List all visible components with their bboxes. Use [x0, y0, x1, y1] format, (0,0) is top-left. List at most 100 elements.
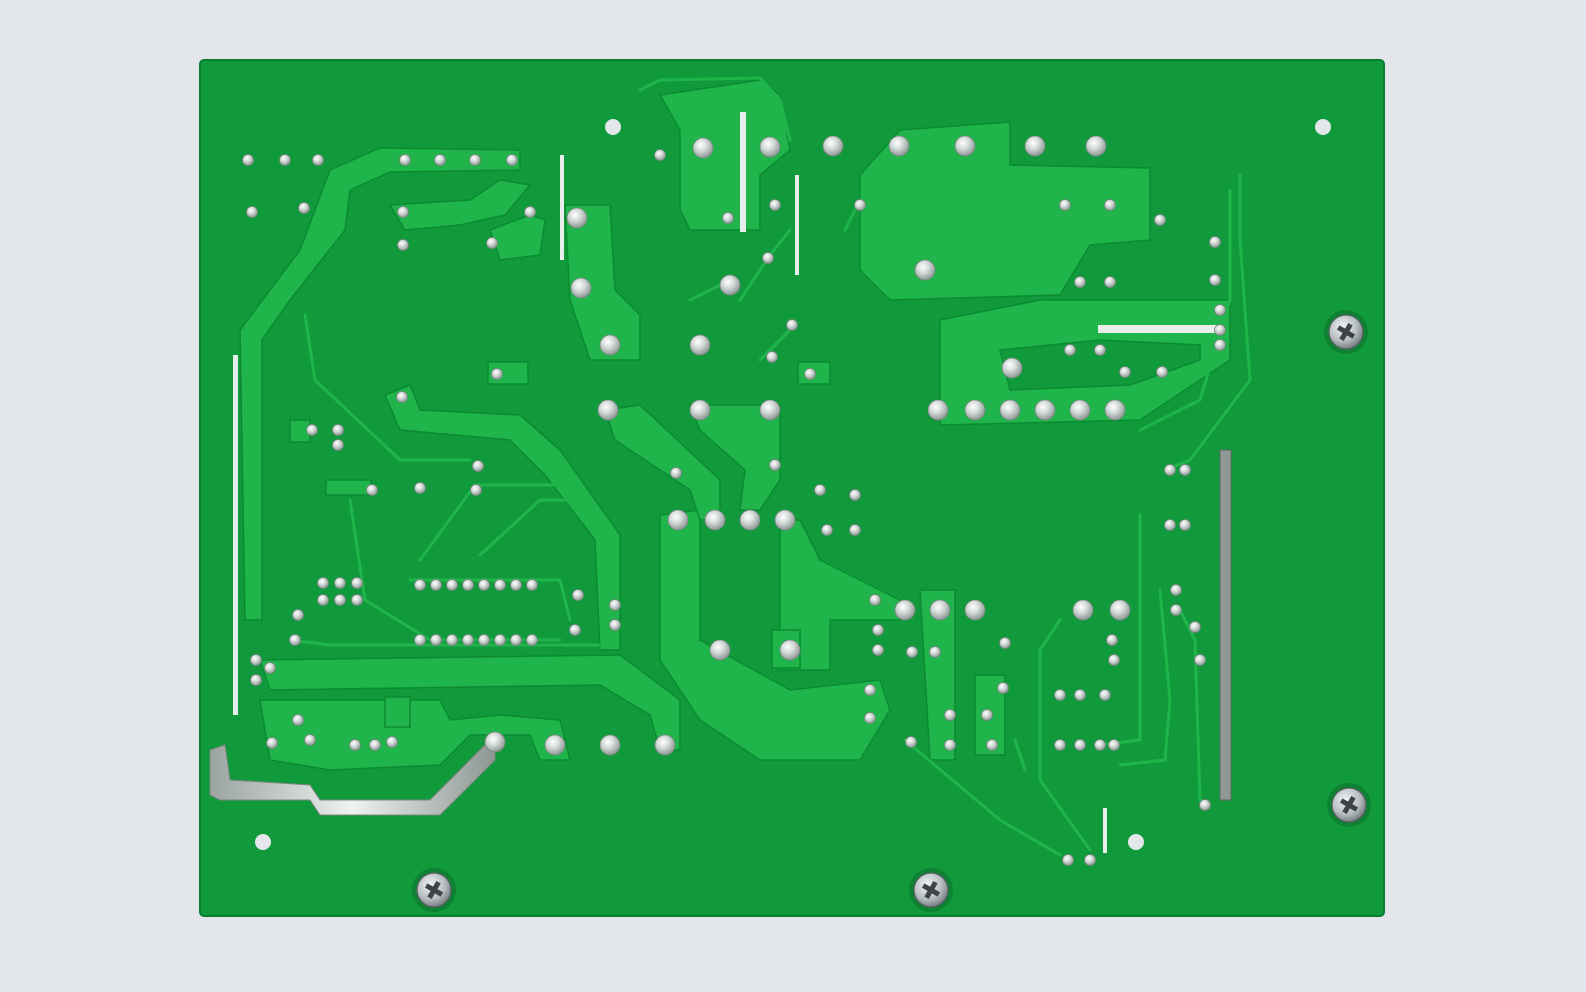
- solder-pad: [1179, 519, 1191, 531]
- solder-pad: [779, 639, 801, 661]
- solder-pad: [964, 399, 986, 421]
- solder-pad: [1189, 621, 1201, 633]
- solder-pad: [414, 482, 426, 494]
- solder-pad: [692, 137, 714, 159]
- solder-pad: [599, 334, 621, 356]
- solder-pad: [264, 662, 276, 674]
- solder-pad: [872, 644, 884, 656]
- mounting-hole: [605, 119, 621, 135]
- solder-pads: [242, 135, 1226, 866]
- solder-pad: [821, 524, 833, 536]
- solder-pad: [1104, 199, 1116, 211]
- solder-pad: [1054, 689, 1066, 701]
- solder-pad: [304, 734, 316, 746]
- solder-pad: [397, 206, 409, 218]
- solder-pad: [396, 391, 408, 403]
- solder-pad: [1156, 366, 1168, 378]
- solder-pad: [494, 579, 506, 591]
- solder-pad: [997, 682, 1009, 694]
- solder-pad: [1214, 339, 1226, 351]
- solder-pad: [964, 599, 986, 621]
- solder-pad: [524, 206, 536, 218]
- signal-traces: [288, 76, 1252, 857]
- solder-pad: [929, 646, 941, 658]
- solder-pad: [472, 460, 484, 472]
- solder-pad: [491, 368, 503, 380]
- solder-pad: [572, 589, 584, 601]
- solder-pad: [864, 684, 876, 696]
- solder-pad: [1104, 399, 1126, 421]
- solder-pad: [246, 206, 258, 218]
- solder-pad: [1059, 199, 1071, 211]
- solder-pad: [462, 579, 474, 591]
- solder-pad: [822, 135, 844, 157]
- solder-pad: [349, 739, 361, 751]
- solder-pad: [486, 237, 498, 249]
- solder-pad: [759, 136, 781, 158]
- solder-pad: [446, 634, 458, 646]
- solder-pad: [469, 154, 481, 166]
- solder-pad: [430, 579, 442, 591]
- solder-pad: [332, 424, 344, 436]
- solder-pad: [599, 734, 621, 756]
- solder-pad: [298, 202, 310, 214]
- solder-pad: [759, 399, 781, 421]
- solder-pad: [289, 634, 301, 646]
- solder-pad: [292, 609, 304, 621]
- solder-pad: [1074, 689, 1086, 701]
- solder-pad: [478, 634, 490, 646]
- solder-pad: [872, 624, 884, 636]
- screw: [1324, 310, 1368, 354]
- solder-pad: [689, 399, 711, 421]
- solder-pad: [414, 634, 426, 646]
- solder-pad: [1194, 654, 1206, 666]
- solder-pad: [849, 489, 861, 501]
- board: [199, 59, 1385, 917]
- solder-pad: [1108, 739, 1120, 751]
- solder-pad: [386, 736, 398, 748]
- solder-pad: [1099, 689, 1111, 701]
- solder-pad: [667, 509, 689, 531]
- solder-pad: [569, 624, 581, 636]
- solder-pad: [762, 252, 774, 264]
- solder-pad: [769, 199, 781, 211]
- solder-pad: [766, 351, 778, 363]
- solder-pad: [570, 277, 592, 299]
- solder-pad: [334, 577, 346, 589]
- mounting-hole: [255, 834, 271, 850]
- tinned-rails: [209, 112, 1232, 853]
- solder-pad: [470, 484, 482, 496]
- solder-pad: [722, 212, 734, 224]
- solder-pad: [654, 149, 666, 161]
- solder-pad: [1062, 854, 1074, 866]
- solder-pad: [774, 509, 796, 531]
- solder-pad: [510, 634, 522, 646]
- solder-pad: [1179, 464, 1191, 476]
- solder-pad: [1094, 739, 1106, 751]
- solder-pad: [312, 154, 324, 166]
- solder-pad: [399, 154, 411, 166]
- screws: [412, 310, 1371, 912]
- solder-pad: [266, 737, 278, 749]
- solder-pad: [351, 577, 363, 589]
- solder-pad: [670, 467, 682, 479]
- solder-pad: [526, 579, 538, 591]
- mounting-holes: [255, 119, 1331, 850]
- solder-pad: [786, 319, 798, 331]
- solder-pad: [609, 619, 621, 631]
- solder-pad: [1072, 599, 1094, 621]
- mounting-hole: [1128, 834, 1144, 850]
- solder-pad: [1084, 854, 1096, 866]
- copper-pours: [239, 79, 1231, 771]
- solder-pad: [334, 594, 346, 606]
- solder-pad: [906, 646, 918, 658]
- solder-pad: [317, 594, 329, 606]
- solder-pad: [1069, 399, 1091, 421]
- solder-pad: [869, 594, 881, 606]
- solder-pad: [332, 439, 344, 451]
- solder-pad: [1064, 344, 1076, 356]
- solder-pad: [1109, 599, 1131, 621]
- solder-pad: [849, 524, 861, 536]
- solder-pad: [981, 709, 993, 721]
